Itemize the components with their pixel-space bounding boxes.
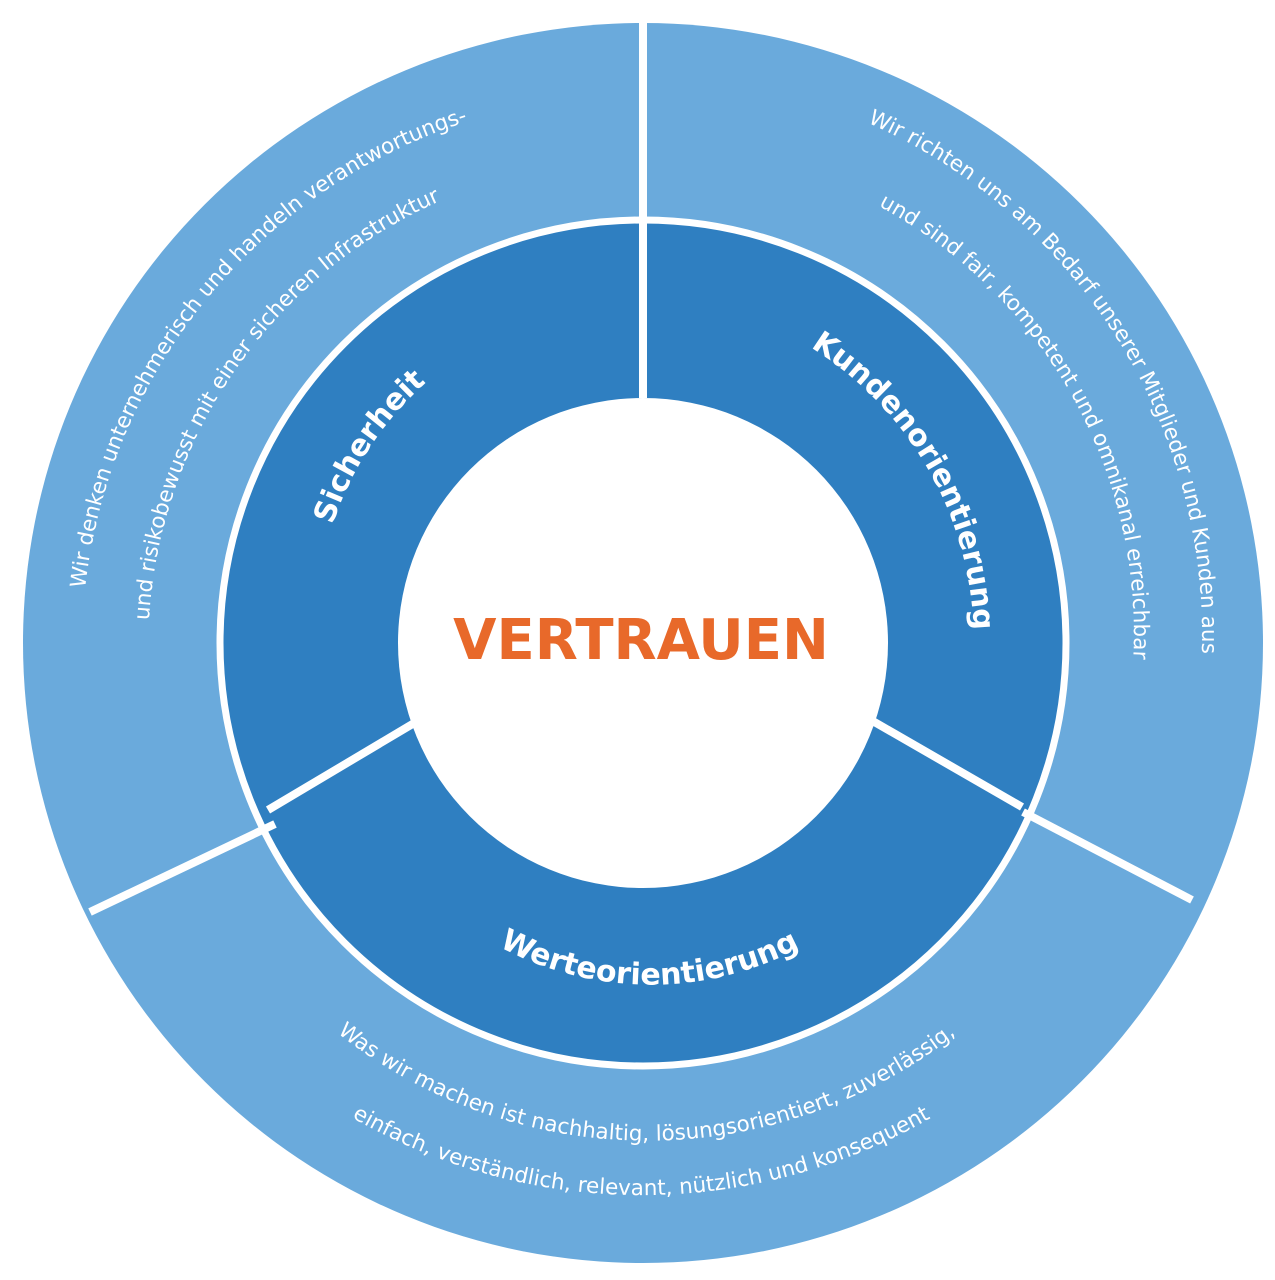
center-circle	[398, 398, 888, 888]
inner-dividers	[265, 223, 1024, 814]
center-title: VERTRAUEN	[453, 608, 829, 673]
outer-dividers	[88, 18, 1194, 916]
ring-boundary	[216, 216, 1070, 1070]
